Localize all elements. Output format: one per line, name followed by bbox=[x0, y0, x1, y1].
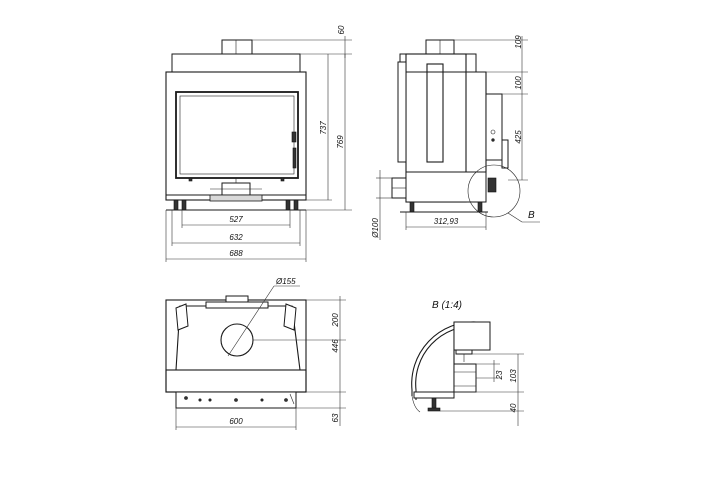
top-lug-left bbox=[175, 303, 189, 331]
front-door-handle bbox=[291, 131, 297, 143]
front-door-latch bbox=[292, 147, 297, 169]
dim-769: 769 bbox=[336, 135, 345, 149]
detail-circle-b bbox=[467, 164, 521, 218]
top-view: Ø155 200 446 63 600 bbox=[165, 277, 346, 430]
dim-425: 425 bbox=[514, 130, 523, 144]
side-top-hood bbox=[399, 53, 477, 73]
side-slot bbox=[426, 63, 444, 163]
side-door-profile bbox=[466, 71, 487, 173]
front-view: 60 737 769 527 632 688 bbox=[165, 25, 352, 262]
dim-dia100: Ø100 bbox=[371, 218, 380, 239]
dim-109: 109 bbox=[514, 35, 523, 49]
dim-632: 632 bbox=[229, 233, 243, 242]
detail-label-b: B bbox=[528, 210, 535, 221]
top-flue-circle bbox=[220, 323, 254, 357]
detail-b-view: B (1:4) 23 103 40 bbox=[411, 300, 524, 426]
dim-312: 312,93 bbox=[434, 217, 459, 226]
front-top-hood bbox=[171, 53, 301, 73]
side-rear-panel bbox=[397, 61, 407, 163]
front-base-plate bbox=[209, 194, 263, 202]
detail-spigot bbox=[453, 363, 477, 393]
dim-103: 103 bbox=[509, 369, 518, 383]
dim-200: 200 bbox=[331, 313, 340, 328]
dim-600: 600 bbox=[229, 417, 243, 426]
dim-527: 527 bbox=[229, 215, 243, 224]
top-hood bbox=[175, 305, 301, 371]
detail-title: B (1:4) bbox=[432, 300, 462, 311]
front-foot-left bbox=[173, 199, 179, 211]
dim-60: 60 bbox=[337, 25, 346, 34]
side-handle-block bbox=[485, 93, 503, 161]
front-door-frame bbox=[175, 91, 299, 179]
dim-737: 737 bbox=[319, 121, 328, 135]
top-lug-right bbox=[283, 303, 297, 331]
front-foot-right bbox=[285, 199, 291, 211]
dim-dia155: Ø155 bbox=[275, 277, 296, 286]
dim-100: 100 bbox=[514, 76, 523, 90]
dim-63: 63 bbox=[331, 413, 340, 422]
dim-40: 40 bbox=[509, 403, 518, 412]
front-glass bbox=[179, 95, 295, 175]
side-view: B 109 100 425 Ø100 312,93 bbox=[371, 35, 540, 240]
dim-446: 446 bbox=[331, 339, 340, 353]
front-flue-collar bbox=[221, 39, 253, 55]
dim-688: 688 bbox=[229, 249, 243, 258]
dim-23: 23 bbox=[495, 370, 504, 380]
